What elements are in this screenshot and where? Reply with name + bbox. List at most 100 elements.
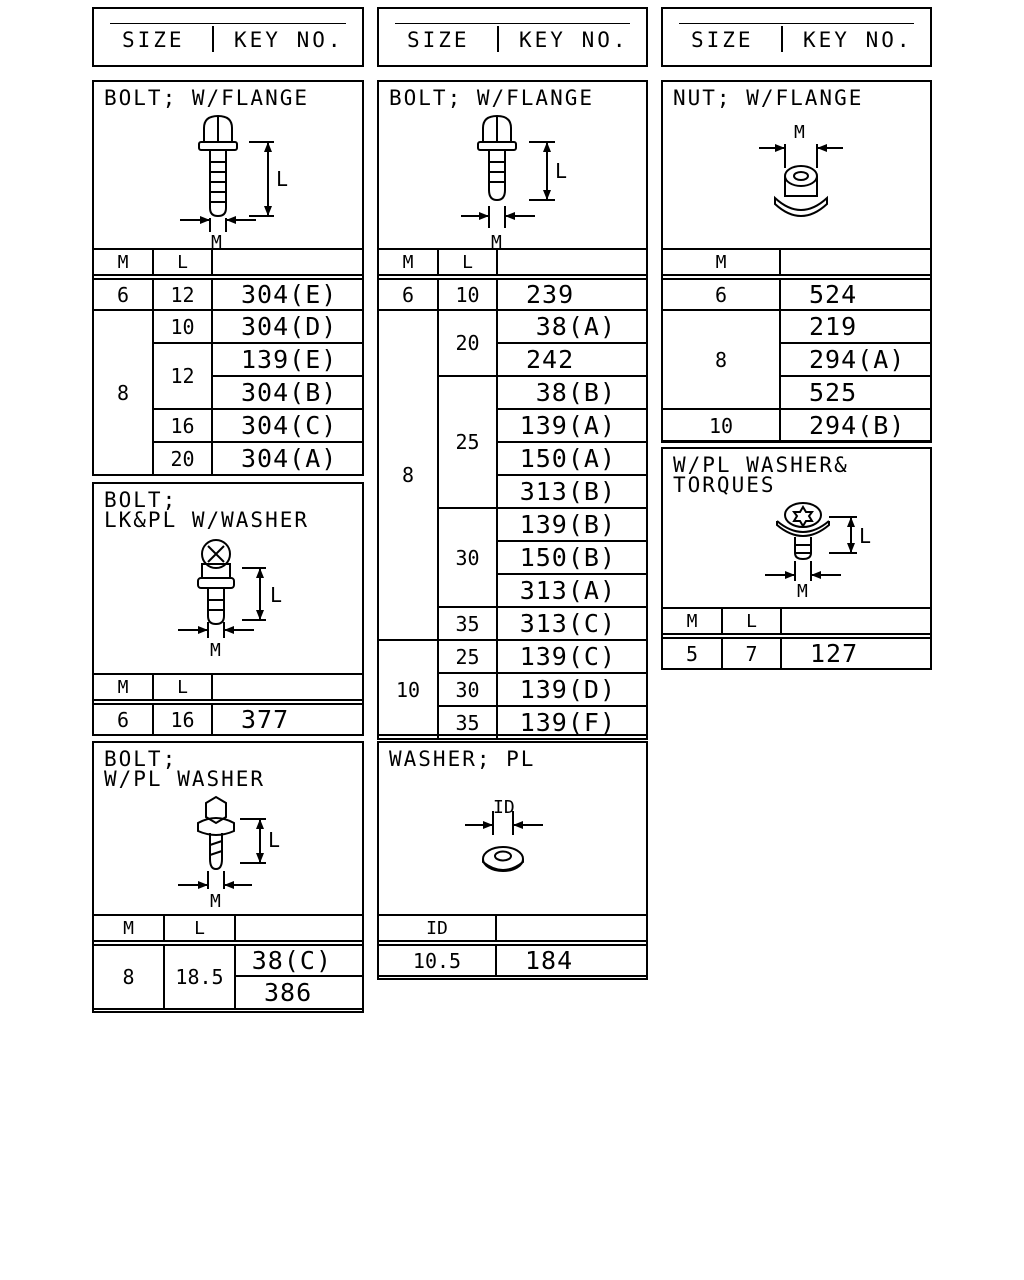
dim-l-label: L — [859, 524, 871, 548]
cell-key: 304(C) — [211, 408, 364, 443]
cell-key: 386 — [234, 975, 364, 1010]
key-no-label: KEY NO. — [519, 28, 629, 52]
col-m-header: M — [92, 673, 154, 705]
col-key-header — [211, 248, 364, 280]
header-divider — [781, 26, 783, 52]
bolt-flange-table: M L 6 12 304(E) 8 10 304(D) 12 139(E) 30… — [92, 248, 364, 476]
col-key-header — [495, 914, 648, 946]
cell-l: 20 — [152, 441, 213, 476]
panel-title: BOLT; W/FLANGE — [104, 86, 310, 110]
cell-l: 35 — [437, 705, 498, 740]
dim-m-label: M — [794, 122, 805, 143]
cell-key: 139(C) — [496, 639, 648, 674]
cell-m: 5 — [661, 635, 723, 670]
size-key-header-2: SIZE KEY NO. — [377, 7, 648, 67]
size-key-header-1: SIZE KEY NO. — [92, 7, 364, 67]
col-key-header — [234, 914, 364, 946]
dim-m-label: M — [491, 232, 502, 250]
cell-key: 219 — [779, 309, 932, 344]
cell-key: 139(E) — [211, 342, 364, 377]
panel-title: NUT; W/FLANGE — [673, 86, 864, 110]
cell-l: 12 — [152, 276, 213, 311]
nut-flange-panel: NUT; W/FLANGE M M 6 524 8 219 — [661, 80, 932, 443]
bolt-flange-panel: BOLT; W/FLANGE L M M L — [92, 80, 364, 476]
cell-key: 294(B) — [779, 408, 932, 443]
cell-key: 150(A) — [496, 441, 648, 476]
flange-bolt-icon: L M — [461, 114, 567, 250]
col-key-header — [780, 607, 932, 639]
cell-l: 12 — [152, 342, 213, 410]
cell-key: 242 — [496, 342, 648, 377]
washer-torques-panel: W/PL WASHER& TORQUES L M M L — [661, 447, 932, 670]
cell-key: 524 — [779, 276, 932, 311]
col-l-header: L — [163, 914, 236, 946]
cell-l: 25 — [437, 639, 498, 674]
cell-m: 6 — [92, 276, 154, 311]
washer-pl-table: ID 10.5 184 — [377, 914, 648, 977]
washer-pl-panel: WASHER; PL ID ID 10.5 184 — [377, 741, 648, 980]
dim-l-label: L — [555, 159, 567, 183]
cell-m: 6 — [377, 276, 439, 311]
cell-key: 313(A) — [496, 573, 648, 608]
cell-l: 10 — [152, 309, 213, 344]
col-m-header: M — [377, 248, 439, 280]
bolt-pl-washer-panel: BOLT; W/PL WASHER L M M L 8 — [92, 741, 364, 1013]
cell-key: 184 — [495, 942, 648, 977]
flange-nut-icon: M — [759, 122, 843, 217]
col-l-header: L — [152, 673, 213, 705]
dim-m-label: M — [211, 232, 222, 250]
cell-key: 127 — [780, 635, 932, 670]
col-m-header: M — [661, 248, 781, 280]
dim-l-label: L — [276, 167, 288, 191]
cell-key: 150(B) — [496, 540, 648, 575]
cell-key: 294(A) — [779, 342, 932, 377]
panel-title: W/PL WASHER& TORQUES — [673, 453, 849, 497]
dim-m-label: M — [797, 581, 808, 602]
dim-id-label: ID — [493, 797, 515, 818]
cell-id: 10.5 — [377, 942, 497, 977]
cell-key: 38(A) — [496, 309, 648, 344]
cell-m: 8 — [92, 942, 165, 1010]
cell-key: 304(E) — [211, 276, 364, 311]
cell-l: 30 — [437, 672, 498, 707]
dim-m-label: M — [210, 640, 221, 661]
col-m-header: M — [92, 248, 154, 280]
bolt-flange-2-table: M L 6 10 239 8 20 38(A) 242 25 38(B) 139… — [377, 248, 648, 740]
cell-key: 38(B) — [496, 375, 648, 410]
cell-key: 38(C) — [234, 942, 364, 977]
cell-key: 304(D) — [211, 309, 364, 344]
cell-l: 7 — [721, 635, 782, 670]
flange-bolt-icon: L M — [180, 114, 288, 250]
key-no-label: KEY NO. — [234, 28, 344, 52]
cell-m: 8 — [377, 309, 439, 641]
key-no-label: KEY NO. — [803, 28, 913, 52]
lkpl-washer-bolt-icon: L M — [178, 539, 282, 661]
cell-key: 139(A) — [496, 408, 648, 443]
cell-key: 304(B) — [211, 375, 364, 410]
col-l-header: L — [721, 607, 782, 639]
cell-l: 18.5 — [163, 942, 236, 1010]
cell-key: 377 — [211, 701, 364, 736]
cell-key: 239 — [496, 276, 648, 311]
cell-l: 20 — [437, 309, 498, 377]
dim-l-label: L — [268, 828, 280, 852]
col-key-header — [496, 248, 648, 280]
bolt-pl-washer-table: M L 8 18.5 38(C) 386 — [92, 914, 364, 1010]
dim-l-label: L — [270, 583, 282, 607]
cell-m: 10 — [661, 408, 781, 443]
size-label: SIZE — [122, 28, 185, 52]
size-label: SIZE — [691, 28, 754, 52]
cell-l: 16 — [152, 408, 213, 443]
col-key-header — [211, 673, 364, 705]
dim-m-label: M — [210, 891, 221, 912]
cell-l: 16 — [152, 701, 213, 736]
cell-key: 525 — [779, 375, 932, 410]
cell-m: 6 — [661, 276, 781, 311]
bolt-lkpl-washer-panel: BOLT; LK&PL W/WASHER L M M L — [92, 482, 364, 736]
bolt-flange-panel-2: BOLT; W/FLANGE L M M L — [377, 80, 648, 740]
torx-washer-screw-icon: L M — [765, 502, 871, 602]
panel-title: BOLT; LK&PL W/WASHER — [104, 488, 310, 532]
cell-m: 8 — [92, 309, 154, 476]
cell-m: 6 — [92, 701, 154, 736]
size-label: SIZE — [407, 28, 470, 52]
